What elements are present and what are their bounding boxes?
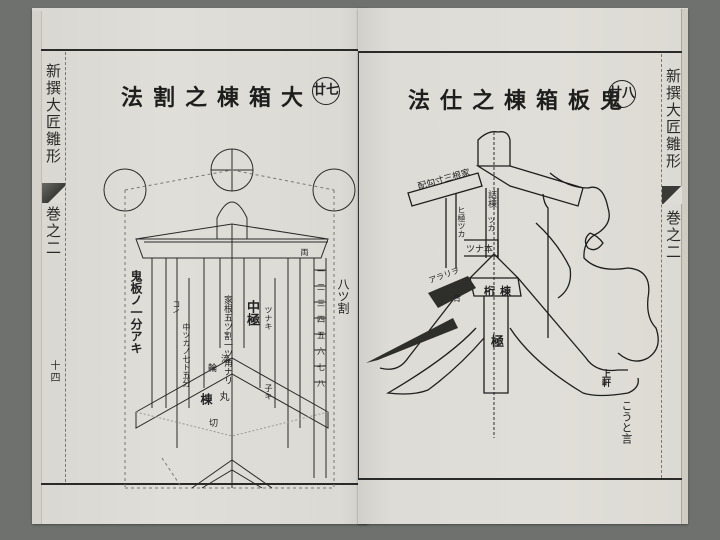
label-hi-tsuka: ヒ極ツカ xyxy=(457,206,466,238)
label-kire: 切 xyxy=(207,418,217,427)
open-book: 新撰大匠雛形 巻之二 十四 大箱棟之割法 廿七 xyxy=(24,8,696,528)
label-kiwame: 極 xyxy=(491,335,505,350)
label-note: こうと言 xyxy=(620,400,633,444)
right-page-edge xyxy=(681,9,688,524)
spine-volume: 巻之二 xyxy=(44,206,62,257)
left-page-edge xyxy=(32,11,42,524)
label-naka-kiwame: 中極 xyxy=(244,300,259,326)
label-keta: 桁 xyxy=(484,285,495,298)
label-naka-tsuka: 中ツカノ七ト五分 xyxy=(182,323,191,387)
label-ryo: 両 xyxy=(300,248,309,256)
label-tsume-mune: 詰棟 xyxy=(486,190,496,208)
spine-volume: 巻之二 xyxy=(664,210,682,261)
plate-number: 廿七 xyxy=(312,77,340,105)
bottom-border-rule xyxy=(41,483,368,485)
spine-fishtail-mark xyxy=(662,186,682,204)
spine-margin-rule xyxy=(661,54,662,478)
left-page: 新撰大匠雛形 巻之二 十四 大箱棟之割法 廿七 xyxy=(32,8,368,524)
plate-title: 鬼板箱棟之仕法 xyxy=(408,88,633,114)
label-mune: 棟 xyxy=(199,393,213,405)
bottom-border-rule xyxy=(358,478,682,480)
spine-page-number: 十四 xyxy=(48,360,59,384)
label-tsuka: ツカ xyxy=(487,216,496,232)
label-hon-natsu: 本ナツ xyxy=(466,245,494,255)
label-ryuu: 流 xyxy=(219,354,229,363)
label-tsuna: ツナキ xyxy=(264,306,273,330)
label-onita: 鬼板ノ一分アキ xyxy=(129,270,143,354)
gutter-rule xyxy=(358,52,359,478)
spine-title: 新撰大匠雛形 xyxy=(44,63,62,165)
label-uwa-noki: 上軒 xyxy=(600,369,610,387)
top-border-rule xyxy=(41,49,368,51)
top-border-rule xyxy=(358,51,682,53)
right-page: 新撰大匠雛形 巻之二 鬼板箱棟之仕法 廿八 xyxy=(358,8,688,524)
label-wa: 輪 xyxy=(206,363,216,372)
ohako-mune-diagram xyxy=(103,148,356,489)
label-ko: 子キ xyxy=(264,384,273,400)
onita-hako-mune-diagram xyxy=(366,131,659,438)
spine-title: 新撰大匠雛形 xyxy=(664,68,682,170)
spine-fishtail-mark xyxy=(42,183,65,203)
label-sekiza: 背 xyxy=(453,294,461,303)
side-note-hattsu-wari: 八ツ割 xyxy=(336,278,350,314)
spine-margin-rule xyxy=(65,52,66,482)
label-mune: 棟 xyxy=(500,285,511,298)
label-yane: 家根五ツ割一ツ角ナリ xyxy=(222,295,232,385)
label-maru: 丸 xyxy=(217,391,228,401)
scale-numbers: 一 二 三 四 五 六 七 八 xyxy=(317,267,325,388)
plate-number: 廿八 xyxy=(608,80,636,108)
label-koi: コイ xyxy=(172,300,181,316)
plate-title: 大箱棟之割法 xyxy=(121,85,314,111)
